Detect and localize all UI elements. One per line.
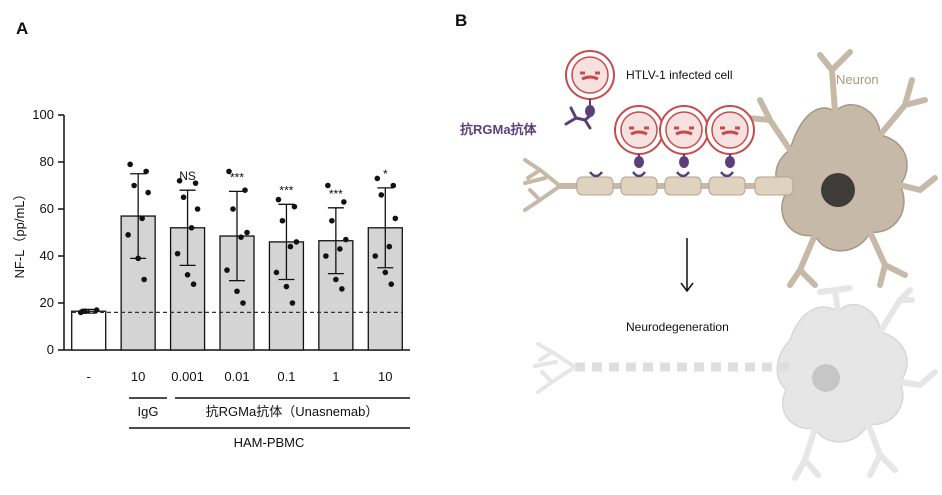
neurodegeneration-label: Neurodegeneration: [626, 320, 729, 334]
data-point: [143, 168, 149, 175]
data-point: [125, 232, 131, 238]
data-point: [184, 272, 191, 278]
y-tick-label: 20: [40, 295, 54, 310]
antibody-icon: [564, 106, 594, 130]
data-point: [382, 269, 389, 276]
antibody-label: 抗RGMa抗体: [460, 122, 538, 137]
x-tick-label: 10: [378, 369, 392, 384]
y-tick-label: 40: [40, 248, 54, 263]
neuron-diagram: HTLV-1 infected cell 抗RGMa抗体 Neuron Neur…: [460, 49, 938, 481]
data-point: [279, 217, 286, 224]
data-point: [329, 217, 335, 224]
data-point: [374, 175, 381, 182]
data-point: [378, 192, 385, 198]
data-point: [139, 215, 145, 222]
neuron-nucleus: [821, 173, 855, 207]
infected-cells: [565, 50, 755, 168]
data-point: [388, 281, 395, 288]
data-point: [238, 234, 244, 240]
x-tick-label: 1: [332, 369, 339, 384]
data-point: [234, 288, 240, 295]
x-tick-labels: - 10 0.001 0.01 0.1 1 10: [87, 369, 393, 384]
down-arrow-icon: [680, 238, 694, 293]
x-tick-label: 0.1: [277, 369, 295, 384]
data-points: [77, 161, 399, 316]
data-point: [194, 206, 201, 212]
significance-label: *: [383, 167, 388, 181]
axon: [523, 158, 795, 212]
healthy-neuron: [745, 49, 938, 288]
y-tick-label: 60: [40, 201, 54, 216]
igg-label: IgG: [138, 404, 159, 419]
data-point: [242, 187, 248, 193]
data-point: [392, 215, 399, 222]
significance-labels: NS**********: [179, 167, 388, 201]
data-point: [372, 253, 379, 259]
bar: [71, 310, 107, 351]
x-tick-label: 10: [131, 369, 145, 384]
x-tick-label: 0.01: [224, 369, 249, 384]
data-point: [224, 267, 230, 273]
data-point: [337, 246, 343, 252]
significance-label: ***: [230, 170, 244, 184]
x-tick-label: -: [87, 369, 91, 384]
data-point: [81, 308, 88, 315]
data-point: [273, 269, 280, 276]
y-ticks: 0 20 40 60 80 100: [32, 107, 64, 357]
y-tick-label: 0: [47, 342, 54, 357]
data-point: [145, 189, 151, 196]
y-axis-title: NF-L（pp/mL）: [12, 187, 27, 278]
data-point: [283, 283, 290, 290]
y-tick-label: 100: [32, 107, 54, 122]
data-point: [127, 161, 133, 168]
data-point: [180, 194, 187, 201]
data-point: [323, 253, 329, 259]
significance-label: ***: [329, 187, 343, 201]
data-point: [226, 168, 232, 175]
significance-label: ***: [279, 183, 293, 197]
data-point: [244, 229, 250, 236]
panel-b-label: B: [455, 11, 467, 30]
data-point: [188, 225, 195, 231]
data-point: [93, 307, 100, 313]
data-point: [176, 178, 183, 184]
data-point: [135, 255, 141, 262]
data-point: [275, 196, 282, 203]
neuron-label: Neuron: [836, 72, 879, 87]
data-point: [131, 182, 137, 189]
cells-label: HAM-PBMC: [234, 435, 305, 450]
data-point: [192, 180, 199, 186]
data-point: [386, 243, 393, 250]
data-point: [333, 276, 339, 283]
panel-a-label: A: [16, 19, 28, 38]
infected-cell-label: HTLV-1 infected cell: [626, 68, 733, 82]
data-point: [291, 203, 298, 210]
data-point: [293, 239, 300, 245]
data-point: [141, 276, 147, 283]
significance-label: NS: [179, 169, 196, 183]
data-point: [287, 243, 294, 250]
data-point: [390, 182, 397, 189]
data-point: [289, 300, 296, 306]
data-point: [230, 206, 236, 212]
y-tick-label: 80: [40, 154, 54, 169]
x-tick-label: 0.001: [171, 369, 204, 384]
receptors: [589, 171, 734, 178]
data-point: [341, 199, 347, 205]
data-point: [190, 281, 197, 288]
data-point: [325, 182, 331, 189]
data-point: [240, 300, 246, 306]
data-point: [343, 236, 349, 243]
data-point: [174, 250, 181, 257]
data-point: [339, 286, 345, 292]
antibody-label: 抗RGMa抗体（Unasnemab）: [206, 404, 379, 419]
degenerated-neuron: [533, 285, 938, 481]
